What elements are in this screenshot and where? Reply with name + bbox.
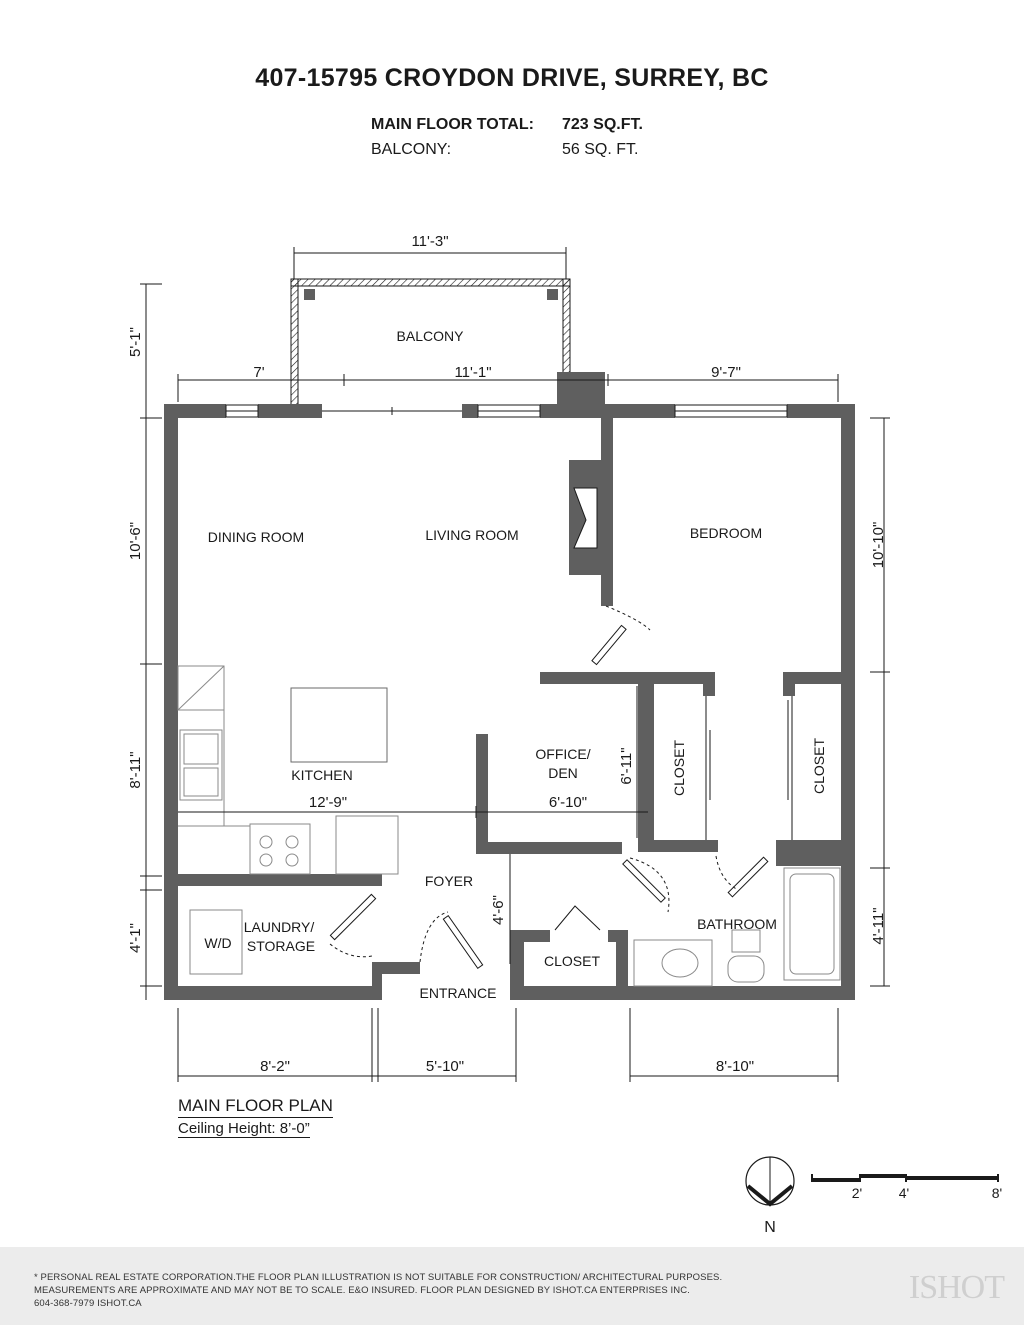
dim-top-mid: 11'-1" bbox=[454, 364, 491, 381]
dim-right-lower: 4'-11" bbox=[870, 907, 887, 944]
ishot-logo: ISHOT bbox=[908, 1269, 1005, 1306]
caption-title: MAIN FLOOR PLAN bbox=[178, 1096, 333, 1118]
dim-kitchen-width: 12'-9" bbox=[309, 794, 347, 811]
room-label-entrance: ENTRANCE bbox=[419, 985, 496, 1001]
room-label-living: LIVING ROOM bbox=[425, 527, 518, 543]
footer-line-3: 604-368-7979 ISHOT.CA bbox=[34, 1298, 142, 1309]
room-label-office: OFFICE/ bbox=[535, 746, 590, 762]
kitchen-fixtures bbox=[177, 665, 399, 875]
room-label-closet-office: CLOSET bbox=[671, 740, 687, 796]
dim-foyer-depth: 4'-6" bbox=[490, 895, 507, 925]
room-label-balcony: BALCONY bbox=[397, 328, 465, 344]
plan-title: 407-15795 CROYDON DRIVE, SURREY, BC bbox=[255, 64, 769, 92]
laundry-fixtures bbox=[189, 909, 243, 975]
windows bbox=[225, 404, 788, 418]
dim-office-depth: 6'-11" bbox=[618, 747, 635, 784]
dim-balcony-depth: 5'-1" bbox=[127, 327, 144, 357]
balcony-area-value: 56 SQ. FT. bbox=[562, 141, 639, 158]
dimension-lines bbox=[140, 247, 890, 1082]
room-label-closet-foyer: CLOSET bbox=[544, 953, 600, 969]
fireplace bbox=[573, 487, 598, 549]
interior-walls bbox=[164, 418, 841, 1000]
room-label-kitchen: KITCHEN bbox=[291, 767, 352, 783]
room-label-storage: STORAGE bbox=[247, 938, 315, 954]
plan-caption: MAIN FLOOR PLAN Ceiling Height: 8’-0” bbox=[178, 1096, 333, 1138]
exterior-walls bbox=[164, 372, 855, 1000]
dim-top-right: 9'-7" bbox=[711, 364, 741, 381]
dim-bottom-left: 8'-2" bbox=[260, 1058, 290, 1075]
dim-office-width: 6'-10" bbox=[549, 794, 587, 811]
dim-left-mid: 8'-11" bbox=[127, 751, 144, 788]
room-label-den: DEN bbox=[548, 765, 578, 781]
dim-bottom-right: 8'-10" bbox=[716, 1058, 754, 1075]
scale-tick-2: 2' bbox=[852, 1185, 862, 1201]
north-compass-icon bbox=[745, 1156, 795, 1207]
dim-top-left: 7' bbox=[253, 364, 264, 381]
washer-dryer-label: W/D bbox=[204, 935, 231, 951]
dim-bottom-mid: 5'-10" bbox=[426, 1058, 464, 1075]
dim-left-lower: 4'-1" bbox=[127, 923, 144, 953]
dim-left-upper: 10'-6" bbox=[127, 522, 144, 560]
caption-ceiling-height: Ceiling Height: 8’-0” bbox=[178, 1120, 310, 1138]
room-label-bedroom: BEDROOM bbox=[690, 525, 762, 541]
room-label-laundry: LAUNDRY/ bbox=[244, 919, 315, 935]
dim-right-upper: 10'-10" bbox=[870, 522, 887, 569]
bathroom-fixtures bbox=[633, 867, 841, 987]
room-label-foyer: FOYER bbox=[425, 873, 473, 889]
scale-bar bbox=[811, 1174, 999, 1182]
main-floor-label: MAIN FLOOR TOTAL: bbox=[371, 116, 534, 133]
balcony-area-label: BALCONY: bbox=[371, 141, 452, 158]
scale-tick-4: 4' bbox=[899, 1185, 909, 1201]
doors bbox=[329, 605, 793, 969]
footer-line-1: * PERSONAL REAL ESTATE CORPORATION.THE F… bbox=[34, 1272, 723, 1283]
footer-line-2: MEASUREMENTS ARE APPROXIMATE AND MAY NOT… bbox=[34, 1285, 690, 1296]
compass-north-label: N bbox=[764, 1219, 776, 1236]
floor-plan-drawing: BALCONY DINING ROOM LIVING ROOM BEDROOM … bbox=[127, 233, 1002, 1236]
room-label-dining: DINING ROOM bbox=[208, 529, 304, 545]
scale-tick-8: 8' bbox=[992, 1185, 1002, 1201]
dim-balcony-width: 11'-3" bbox=[411, 233, 448, 250]
room-label-closet-bedroom: CLOSET bbox=[811, 738, 827, 794]
footer-disclaimer: * PERSONAL REAL ESTATE CORPORATION.THE F… bbox=[0, 1247, 1024, 1325]
room-label-bathroom: BATHROOM bbox=[697, 916, 777, 932]
footer-text: * PERSONAL REAL ESTATE CORPORATION.THE F… bbox=[34, 1271, 722, 1310]
main-floor-value: 723 SQ.FT. bbox=[562, 116, 643, 133]
